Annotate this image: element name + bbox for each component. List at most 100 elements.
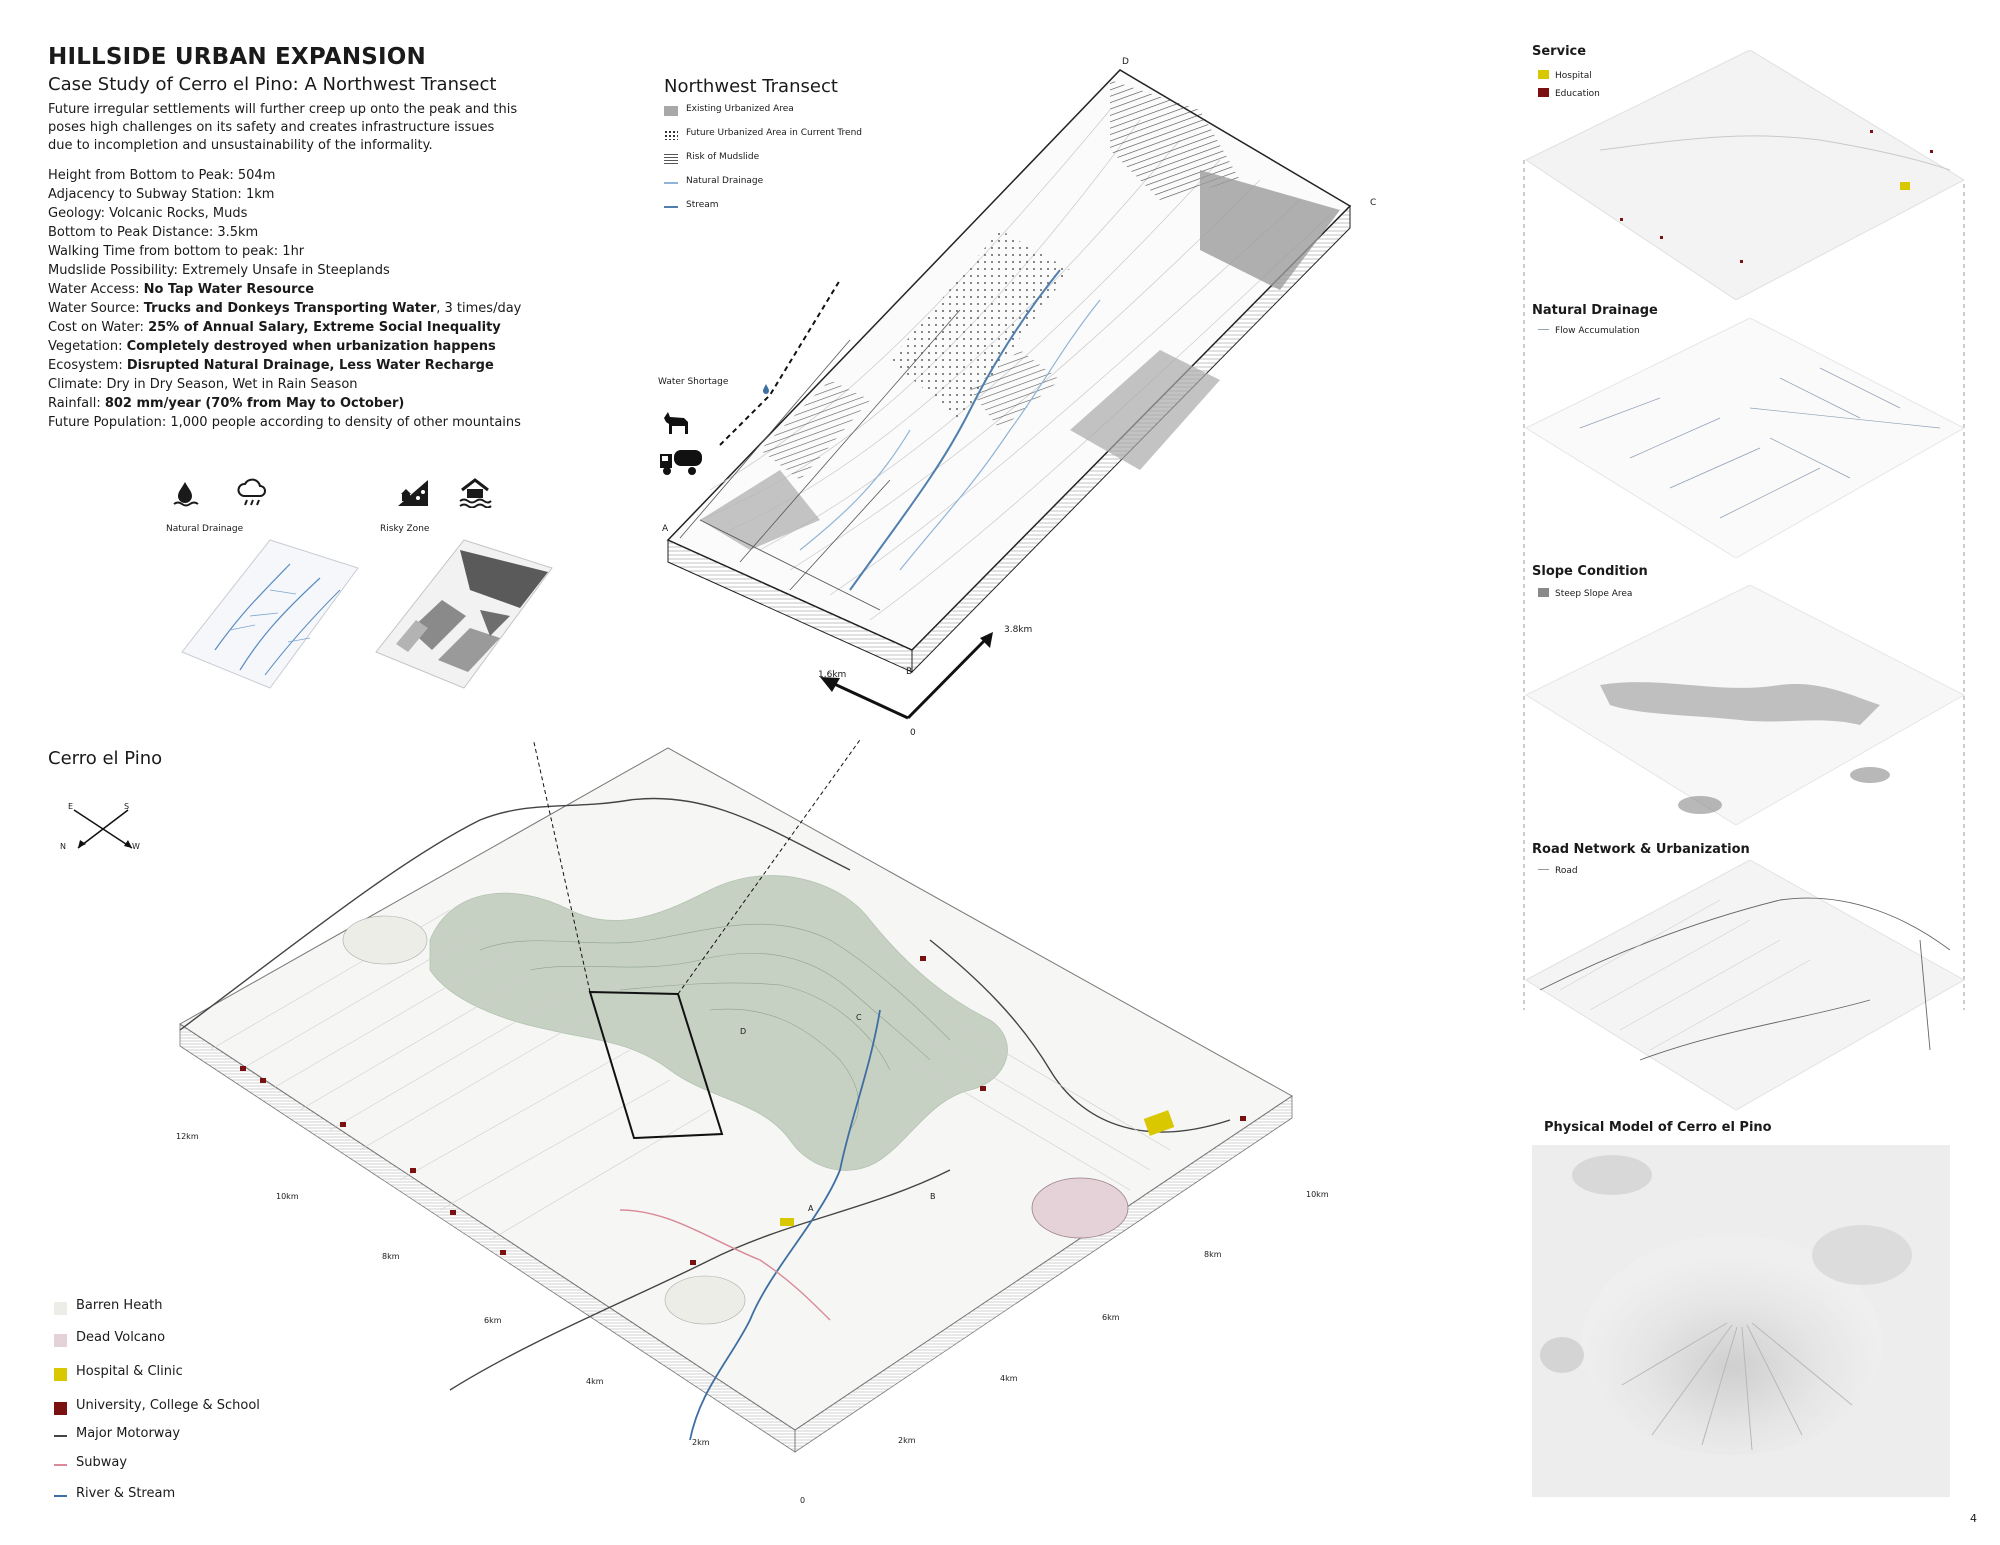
natural-drainage-map-label: Natural Drainage	[166, 524, 244, 534]
drainage-legend-flow: Flow Accumulation	[1538, 326, 1640, 336]
barren-heath-feature	[664, 1275, 746, 1325]
map-legend-swatch	[54, 1334, 67, 1347]
hospital-marker	[1143, 1110, 1175, 1136]
map-legend-swatch	[54, 1368, 67, 1381]
fact-row: Future Population: 1,000 people accordin…	[48, 413, 568, 432]
drainage-map-svg	[1524, 318, 1966, 559]
risky-zone-map-label: Risky Zone	[380, 524, 430, 534]
left-axis-tick-label: 10km	[276, 1192, 299, 1201]
map-box-corner-c: C	[856, 1013, 862, 1022]
transect-projection-line	[677, 740, 861, 995]
fact-label: Geology:	[48, 206, 110, 221]
fact-value: Extremely Unsafe in Steeplands	[182, 263, 390, 278]
drainage-panel-title: Natural Drainage	[1532, 303, 1658, 318]
intro-paragraph: Future irregular settlements will furthe…	[48, 101, 538, 155]
map-legend-swatch	[54, 1495, 67, 1497]
map-legend-swatch	[54, 1435, 67, 1437]
natural-drainage-mini-map	[181, 539, 359, 689]
intro-line: poses high challenges on its safety and …	[48, 120, 495, 135]
compass-n: N	[60, 842, 66, 851]
fact-label: Height from Bottom to Peak:	[48, 168, 238, 183]
road-swatch	[1538, 869, 1549, 870]
hospital-swatch	[1538, 70, 1549, 79]
transect-dimension-length: 3.8km	[1004, 625, 1033, 635]
dead-volcano-feature	[1031, 1177, 1129, 1239]
fact-value: No Tap Water Resource	[143, 282, 315, 297]
slope-map-svg	[1524, 585, 1966, 826]
page-number: 4	[1970, 1512, 1977, 1525]
right-axis-tick-label: 4km	[1000, 1374, 1018, 1383]
fact-value: 1,000 people according to density of oth…	[170, 415, 521, 430]
donkey-icon	[660, 408, 694, 442]
fact-label: Walking Time from bottom to peak:	[48, 244, 283, 259]
fact-value: 3.5km	[217, 225, 259, 240]
flow-accumulation-swatch	[1538, 329, 1549, 330]
service-map-svg	[1524, 50, 1966, 300]
map-legend-swatch	[54, 1402, 67, 1415]
fact-label: Bottom to Peak Distance:	[48, 225, 218, 240]
fact-row: Water Access: No Tap Water Resource	[48, 280, 568, 299]
fact-row: Climate: Dry in Dry Season, Wet in Rain …	[48, 375, 568, 394]
barren-heath-feature	[342, 915, 428, 965]
fact-value: Completely destroyed when urbanization h…	[126, 339, 496, 354]
slope-legend-steep-label: Steep Slope Area	[1555, 589, 1633, 599]
transect-corner-c: C	[1370, 198, 1377, 208]
fact-label: Cost on Water:	[48, 320, 149, 335]
fact-value: 1hr	[282, 244, 305, 259]
map-legend-label: Subway	[76, 1455, 128, 1470]
service-legend-hospital-label: Hospital	[1555, 71, 1592, 81]
fact-label: Mudslide Possibility:	[48, 263, 183, 278]
physical-model-image	[1532, 1145, 1950, 1497]
fact-row: Bottom to Peak Distance: 3.5km	[48, 223, 568, 242]
fact-label: Climate:	[48, 377, 107, 392]
road-map-svg	[1524, 860, 1966, 1111]
fact-row: Cost on Water: 25% of Annual Salary, Ext…	[48, 318, 568, 337]
transect-legend-swatch	[664, 154, 678, 164]
service-legend-education: Education	[1538, 88, 1600, 99]
water-drop-icon	[760, 380, 772, 399]
transect-corner-a: A	[662, 524, 669, 534]
page-title: HILLSIDE URBAN EXPANSION	[48, 44, 426, 70]
fact-value: 802 mm/year (70% from May to October)	[104, 396, 405, 411]
transect-stream	[849, 269, 1061, 591]
steep-slope-swatch	[1538, 588, 1549, 597]
transect-legend-label: Stream	[686, 200, 719, 210]
fact-label: Future Population:	[48, 415, 171, 430]
hill-contours	[479, 923, 951, 1131]
fact-row: Adjacency to Subway Station: 1km	[48, 185, 568, 204]
road-legend-road-label: Road	[1555, 866, 1578, 876]
left-axis-tick-label: 2km	[692, 1438, 710, 1447]
transect-legend-label: Future Urbanized Area in Current Trend	[686, 128, 863, 138]
transect-mudslide-zone	[1110, 80, 1240, 200]
fact-row: Vegetation: Completely destroyed when ur…	[48, 337, 568, 356]
transect-contours	[699, 109, 1331, 621]
transect-natural-drainage	[899, 299, 1101, 571]
transect-title: Northwest Transect	[664, 76, 838, 97]
service-legend-hospital: Hospital	[1538, 70, 1592, 81]
fact-value: Dry in Dry Season, Wet in Rain Season	[106, 377, 358, 392]
fact-value: Volcanic Rocks, Muds	[109, 206, 248, 221]
fact-value: 504m	[237, 168, 276, 183]
transect-legend-swatch	[664, 130, 678, 140]
fact-label: Adjacency to Subway Station:	[48, 187, 246, 202]
fact-value: 1km	[245, 187, 275, 202]
fact-label: Vegetation:	[48, 339, 127, 354]
risky-zone-mini-map	[375, 539, 553, 689]
transect-legend-label: Natural Drainage	[686, 176, 764, 186]
hospital-marker	[780, 1218, 794, 1226]
fact-value: 25% of Annual Salary, Extreme Social Ine…	[148, 320, 501, 335]
service-panel-title: Service	[1532, 44, 1587, 59]
water-drop-icon	[170, 478, 200, 514]
map-box-corner-a: A	[808, 1204, 814, 1213]
map-legend-label: Barren Heath	[76, 1298, 163, 1313]
left-axis-tick-label: 12km	[176, 1132, 199, 1141]
right-axis-tick-label: 10km	[1306, 1190, 1329, 1199]
subway-line	[619, 1209, 831, 1321]
road-panel-title: Road Network & Urbanization	[1532, 842, 1750, 857]
fact-suffix: , 3 times/day	[436, 301, 522, 316]
transect-legend-swatch	[664, 106, 678, 116]
left-axis-tick-label: 4km	[586, 1377, 604, 1386]
page-subtitle: Case Study of Cerro el Pino: A Northwest…	[48, 74, 497, 95]
water-shortage-label: Water Shortage	[658, 377, 729, 387]
